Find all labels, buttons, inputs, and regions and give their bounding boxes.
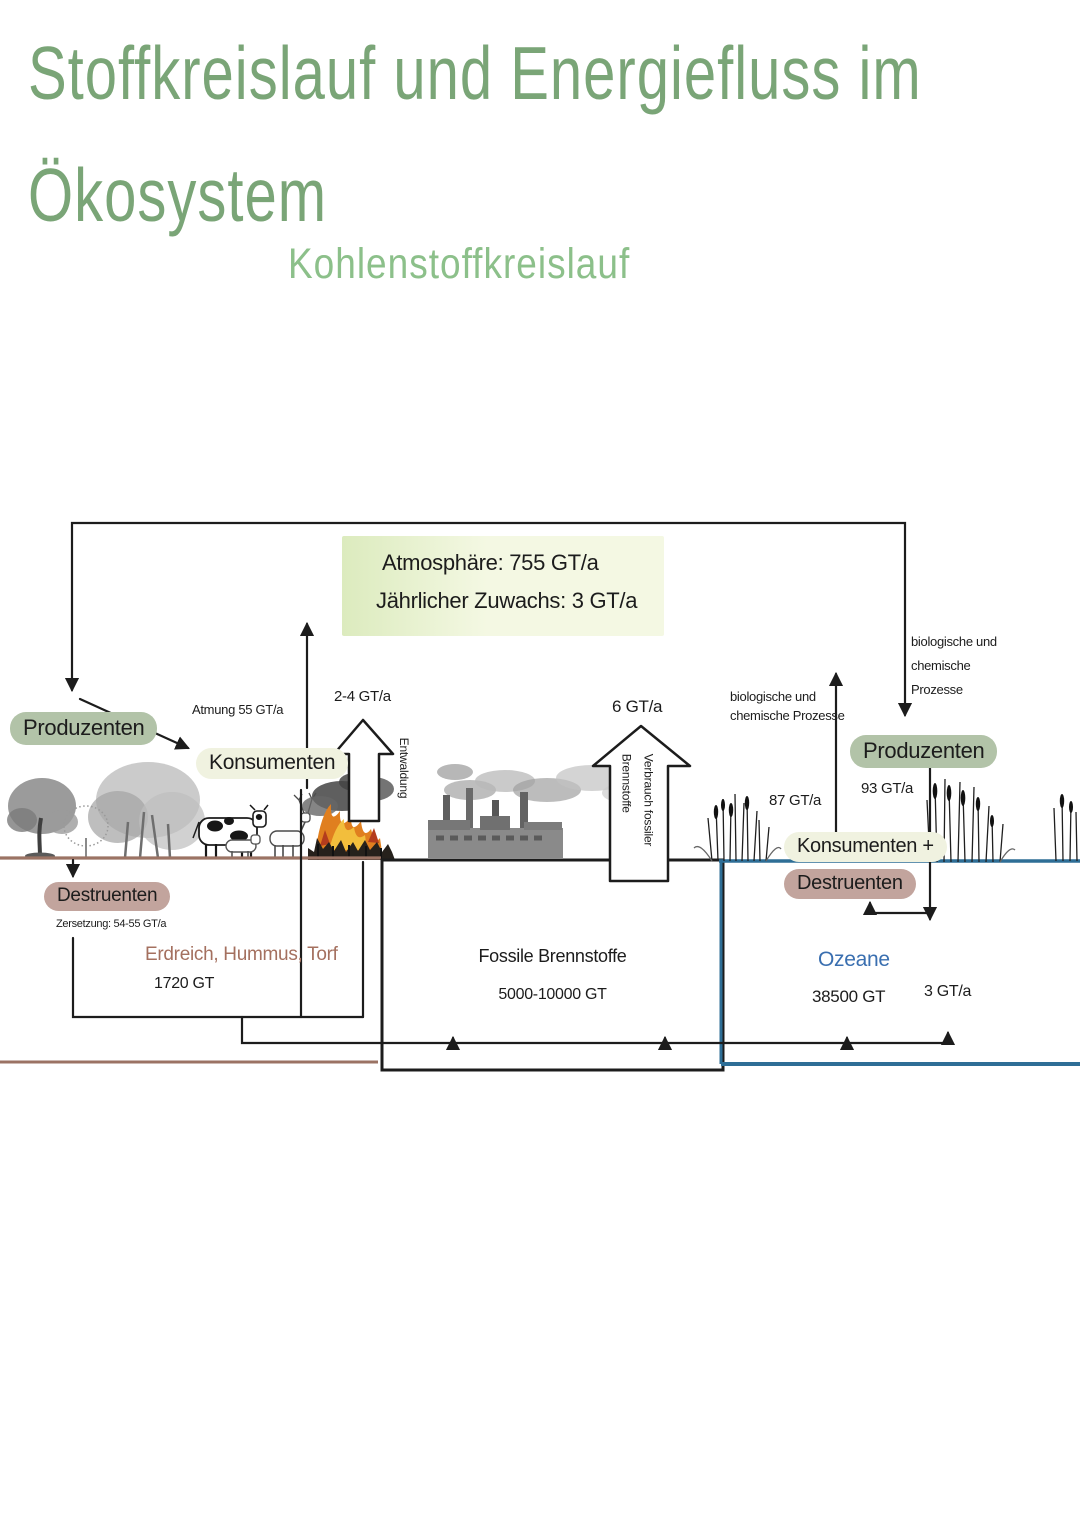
soil-collector-line <box>71 936 365 1019</box>
respiration-label: Atmung 55 GT/a <box>192 702 284 717</box>
fossil-title: Fossile Brennstoffe <box>478 946 627 966</box>
fossil-fuels-box <box>380 858 725 1072</box>
ocean-amount: 38500 GT <box>812 987 886 1006</box>
fossil-rate-label: 6 GT/a <box>612 697 663 716</box>
producers-left-pill: Produzenten <box>10 712 158 745</box>
consumers-right-pill: Konsumenten + <box>784 832 947 862</box>
ocean-processes-down-line2: chemische <box>911 658 971 674</box>
fossil-use-line1: Verbrauch fossiler <box>641 753 656 847</box>
wildfire-illustration <box>302 773 395 860</box>
page-title-line1: Stoffkreislauf und Energiefluss im <box>28 31 922 116</box>
ocean-processes-down-line1: biologische und <box>911 634 997 649</box>
consumers-left-pill: Konsumenten <box>196 748 349 779</box>
atmosphere-amount: Atmosphäre: 755 GT/a <box>382 550 599 575</box>
ocean-title: Ozeane <box>818 948 890 971</box>
fossil-burning-arrow <box>591 724 692 883</box>
decomposers-left-pill: Destruenten <box>44 882 171 911</box>
soil-amount: 1720 GT <box>154 975 215 992</box>
page-title-line2: Ökosystem <box>28 153 328 238</box>
fossil-use-line2: Brennstoffe <box>620 753 634 813</box>
ocean-processes-down-label: biologische und chemische Prozesse <box>911 630 997 702</box>
atmosphere-to-producers-loop <box>64 521 913 718</box>
page-subtitle: Kohlenstoffkreislauf <box>288 240 631 288</box>
fossil-use-label: Verbrauch fossiler Brennstoffe <box>615 754 658 846</box>
ocean-processes-up-line2: chemische Prozesse <box>730 707 845 723</box>
ocean-to-decomposers-arrow <box>862 900 932 916</box>
decomposition-label: Zersetzung: 54-55 GT/a <box>56 918 167 930</box>
ocean-processes-up-line1: biologische und <box>730 689 816 704</box>
atmosphere-growth: Jährlicher Zuwachs: 3 GT/a <box>376 588 638 613</box>
deforestation-label: Entwaldung <box>396 737 411 799</box>
fossil-amount: 5000-10000 GT <box>498 986 607 1003</box>
livestock-illustration <box>192 792 317 858</box>
ocean-processes-down-line3: Prozesse <box>911 682 963 698</box>
sedimentation-line <box>240 1015 956 1046</box>
atmosphere-box: Atmosphäre: 755 GT/a Jährlicher Zuwachs:… <box>342 536 664 636</box>
decomposers-right-pill: Destruenten <box>784 869 916 899</box>
ocean-uptake-rate-label: 93 GT/a <box>861 780 914 797</box>
soil-title: Erdreich, Hummus, Torf <box>145 944 338 965</box>
reeds-illustration-far-right <box>1053 794 1078 862</box>
trees-illustration <box>7 762 205 860</box>
ocean-sediment-rate-label: 3 GT/a <box>924 983 972 1000</box>
reeds-illustration-left <box>693 793 782 862</box>
ocean-processes-up-label: biologische und chemische Prozesse <box>730 688 845 726</box>
producers-right-pill: Produzenten <box>850 735 998 768</box>
factory-illustration <box>428 764 662 858</box>
ocean-release-rate-label: 87 GT/a <box>769 792 822 809</box>
deforestation-rate-label: 2-4 GT/a <box>334 688 391 705</box>
